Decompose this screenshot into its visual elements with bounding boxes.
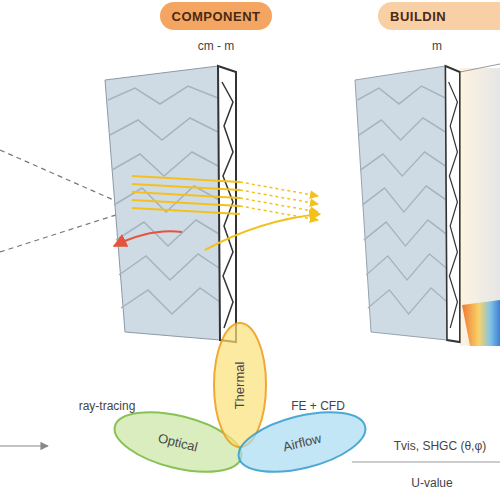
header-text: BUILDIN [390,9,446,24]
metric-label: U-value [411,476,452,490]
scale-header: BUILDIN [378,2,500,30]
domain-outline [214,323,266,447]
header-pill [378,2,500,30]
scale-label: cm - m [198,39,235,53]
header-pill [160,2,272,30]
scale-header: COMPONENT [160,2,272,30]
domain-outline [233,401,372,483]
metric-label: Tvis, SHGC (θ,φ) [394,439,486,453]
domain-ellipse: Thermal [213,322,267,448]
header-text: COMPONENT [172,9,261,24]
method-label: ray-tracing [79,399,136,413]
scale-label: m [432,39,442,53]
domain-name: Thermal [233,361,248,409]
method-label: FE + CFD [291,399,345,413]
